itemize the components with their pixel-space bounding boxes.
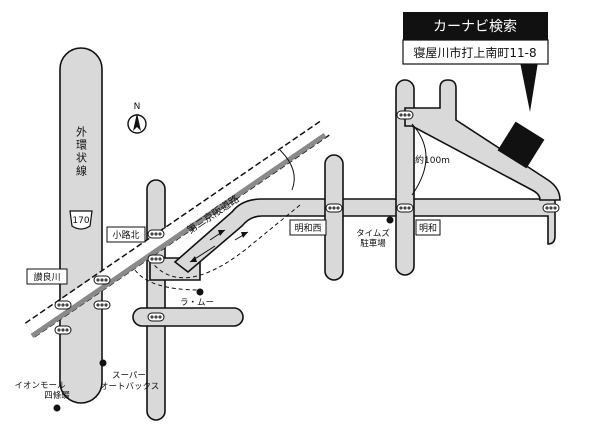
arrow-head [241,232,248,238]
signal-icon [542,203,560,213]
ring-road-label: 外環状線 [75,126,88,178]
north-arrow-icon: N [127,102,147,134]
lamu-marker [196,288,204,296]
destination-building [497,121,545,169]
signal-icon [54,325,72,335]
arrow-head [190,256,197,262]
traffic-signals [54,110,560,335]
expressway-fill [25,121,330,337]
signal-icon [93,275,111,285]
signal-icon [325,203,343,213]
label-meiwa: 明和 [415,219,441,236]
ramp-curve-north [279,149,295,191]
times-parking-marker [386,216,394,224]
signal-icon [396,110,414,120]
expressway-line [30,132,327,339]
ramp-curve-south [134,269,201,291]
aeon-mall-label-2: 四條畷 [44,390,70,401]
label-kojikita: 小路北 [106,226,146,243]
signal-icon [147,254,165,264]
distance-bracket [411,123,427,196]
meiwa-road [395,79,415,276]
distance-label: 約100m [415,154,450,166]
svg-text:明和西: 明和西 [294,223,321,234]
destination-road [404,79,561,201]
lamu-road [132,307,244,327]
main-road [173,198,556,274]
arrow-head [218,230,225,236]
banner-address: 寝屋川市打上南町11-8 [413,45,536,60]
label-sanuki: 讃良川 [26,268,68,285]
aeon-mall-marker [53,404,61,412]
road-network [24,47,561,421]
callout-pointer [520,62,538,112]
banner-title-box [403,12,548,40]
lamu-label: ラ・ムー [180,298,214,308]
times-parking-label-1: タイムズ [356,228,390,239]
route-number: 170 [72,216,89,226]
banner-title: カーナビ検索 [433,18,517,35]
signal-icon [147,229,165,239]
label-meiwa-nishi: 明和西 [289,219,327,236]
super-autobacs-marker [99,359,107,367]
svg-text:小路北: 小路北 [112,229,139,241]
signal-icon [93,300,111,310]
svg-text:讃良川: 讃良川 [33,271,60,283]
ramp-curve [149,204,301,279]
signal-icon [147,312,165,322]
meiwa-nishi-road [324,154,344,281]
times-parking-label-2: 駐車場 [360,238,386,249]
svg-text:明和: 明和 [419,223,437,234]
signal-icon [396,203,414,213]
super-autobacs-label-2: オートバックス [100,382,159,392]
banner-address-box [402,39,549,65]
aeon-mall-label-1: イオンモール [14,381,66,391]
route-170-shield-icon: 170 [69,210,93,230]
north-label: N [134,102,141,112]
super-autobacs-label-1: スーパー [112,371,146,381]
signal-icon [54,300,72,310]
